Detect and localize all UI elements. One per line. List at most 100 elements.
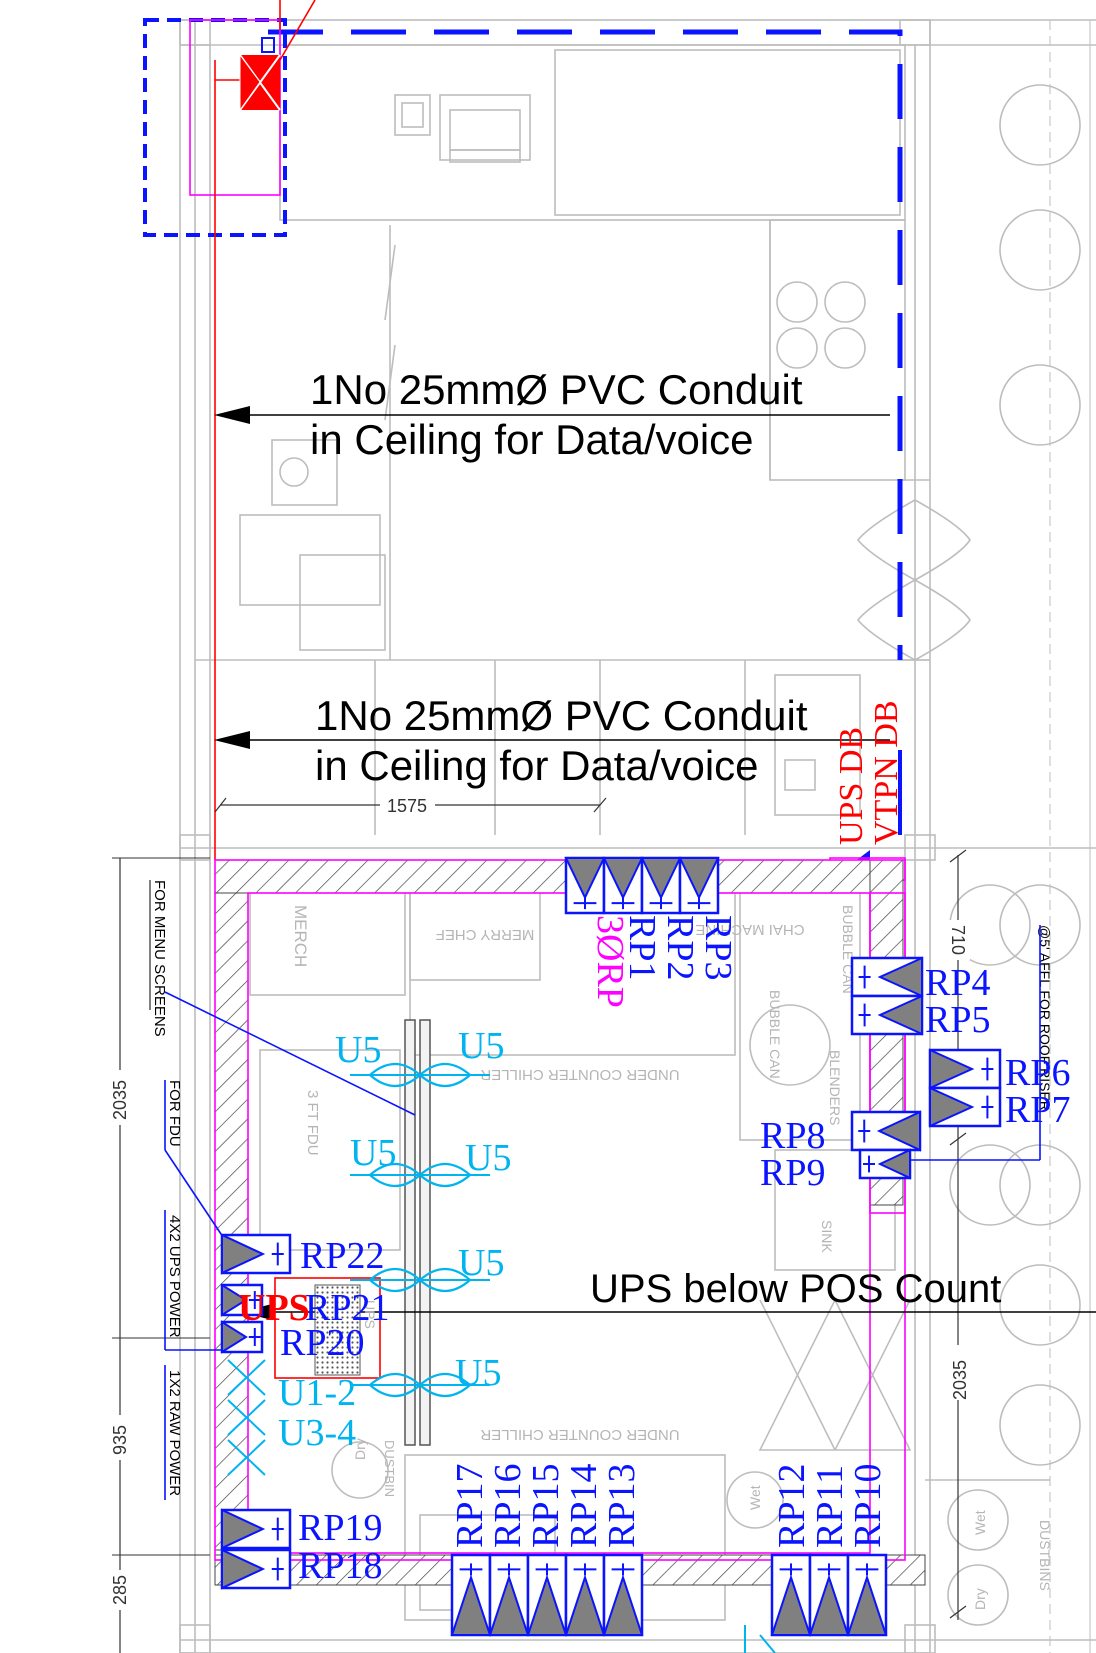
socket-bottom-13 [602,1553,644,1637]
architectural-base [179,19,1096,1653]
socket-bottom-15 [526,1553,568,1637]
label-rp13: RP13 [601,1464,643,1548]
label-under-counter-chiller-1: UNDER COUNTER CHILLER [480,1066,679,1083]
left-notes: FOR MENU SCREENS FOR FDU 4X2 UPS POWER 1… [149,880,416,1500]
dimension-2035-right: 2035 [950,1360,970,1400]
note-ups-power: 4X2 UPS POWER [166,1215,183,1338]
data-outlet-top-left [189,0,316,860]
socket-bottom-10 [846,1553,888,1637]
socket-top-1 [564,856,606,915]
socket-outlets [220,856,1002,1637]
socket-bottom-16 [488,1553,530,1637]
ups-unit-label: UPS [362,1300,378,1329]
label-rp14: RP14 [563,1464,605,1548]
label-blenders: BLENDERS [827,1050,843,1125]
socket-top-2 [602,856,644,915]
dimension-1575-text: 1575 [387,796,427,816]
label-fdu: 3 FT FDU [304,1090,321,1156]
label-rp18: RP18 [298,1545,382,1587]
socket-rp22 [220,1233,292,1275]
label-rp12: RP12 [771,1464,813,1548]
label-rp2: RP2 [659,915,701,980]
label-dry-2: Dry [972,1588,988,1610]
note-menu-screens: FOR MENU SCREENS [151,880,168,1037]
u5-label-3: U5 [350,1132,396,1174]
label-merch: MERCH [291,905,310,967]
ups-outlets-u1-u4: U1-2 U3-4 [227,1359,356,1476]
socket-rp6 [928,1048,1002,1090]
label-rp5: RP5 [925,999,990,1041]
left-dimensions: 2035 935 285 [108,857,210,1653]
socket-rp18 [220,1548,292,1590]
socket-rp8 [850,1110,922,1152]
conduit-note-1-line2: in Ceiling for Data/voice [310,416,754,463]
ups-db-label: UPS DB [833,727,870,845]
socket-bottom-17 [450,1553,492,1637]
u5-symbol-1 [350,1062,490,1088]
label-wet-1: Wet [747,1485,763,1510]
label-sink: SINK [819,1220,835,1253]
label-rp22: RP22 [300,1235,384,1277]
dimension-935: 935 [110,1425,130,1455]
u5-symbol-2 [350,1162,490,1188]
conduit-note-2-line2: in Ceiling for Data/voice [315,742,759,789]
label-rp6: RP6 [1005,1052,1070,1094]
circuit-labels: 3ØRP RP1 RP2 RP3 RP4 RP5 RP6 RP7 RP8 RP9… [238,915,1070,1587]
socket-rp4 [850,956,924,998]
socket-rp9 [858,1148,912,1180]
socket-rp7 [928,1086,1002,1128]
u5-label-1: U5 [335,1029,381,1071]
label-merry-chef: MERRY CHEF [436,926,535,943]
label-ups-red: UPS [238,1287,310,1329]
note-for-fdu: FOR FDU [166,1080,183,1147]
label-rp20: RP20 [280,1322,364,1364]
socket-rp19 [220,1508,292,1550]
u5-symbol-3 [350,1267,490,1293]
label-wet-2: Wet [972,1510,988,1535]
conduit-note-2-line1: 1No 25mmØ PVC Conduit [315,692,808,739]
conduit-note-1: 1No 25mmØ PVC Conduit in Ceiling for Dat… [214,366,890,463]
dimension-710: 710 [948,925,968,955]
dimension-2035-left: 2035 [110,1080,130,1120]
socket-bottom-14 [564,1553,606,1637]
note-roof-riser: @5' AFFL FOR ROOF RISER [1037,925,1053,1111]
label-rp4: RP4 [925,962,990,1004]
u5-label-5: U5 [458,1242,504,1284]
note-raw-power: 1X2 RAW POWER [166,1370,183,1496]
label-3phase-rp: 3ØRP [589,915,631,1008]
right-dimensions: 710 2035 [946,849,970,1620]
vtpn-db-label: VTPN DB [868,700,905,845]
dimension-1575: 1575 [214,794,607,816]
socket-bottom-11 [808,1553,850,1637]
ups-below-pos-note: UPS below POS Count [240,1267,1096,1320]
u5-label-6: U5 [455,1352,501,1394]
socket-top-3 [640,856,682,915]
label-dustbin: DUSTBIN [382,1440,397,1497]
socket-bottom-12 [770,1553,812,1637]
label-rp10: RP10 [847,1464,889,1548]
label-dry-1: Dry [352,1438,368,1460]
distribution-boards: UPS DB VTPN DB [829,700,906,881]
label-rp17: RP17 [449,1464,491,1548]
label-under-counter-chiller-2: UNDER COUNTER CHILLER [480,1426,679,1443]
label-rp8: RP8 [760,1115,825,1157]
ups-unit: UPS [229,1277,381,1379]
u5-symbol-4 [350,1372,490,1398]
label-bubble-can-2: BUBBLE CAN [767,990,783,1079]
label-rp15: RP15 [525,1464,567,1548]
conduit-note-1-line1: 1No 25mmØ PVC Conduit [310,366,803,413]
socket-rp5 [850,994,924,1036]
label-rp7: RP7 [1005,1089,1070,1131]
label-rp9: RP9 [760,1152,825,1194]
label-dustbins: DUSTBINS [1037,1520,1053,1591]
dimension-285: 285 [110,1575,130,1605]
u5-label-2: U5 [458,1025,504,1067]
conduit-note-2: 1No 25mmØ PVC Conduit in Ceiling for Dat… [214,692,890,789]
label-u1-2: U1-2 [278,1372,356,1414]
label-rp19: RP19 [298,1507,382,1549]
label-u3-4: U3-4 [278,1412,356,1454]
label-rp16: RP16 [487,1464,529,1548]
u5-label-4: U5 [465,1137,511,1179]
